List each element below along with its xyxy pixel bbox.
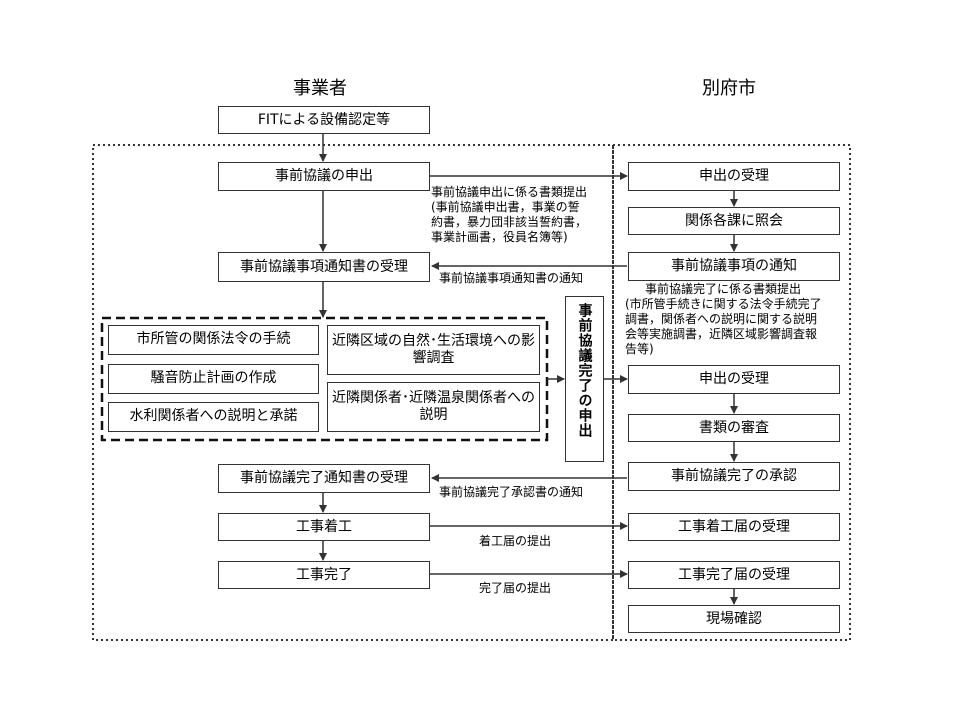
department-inquiry-box: 関係各課に照会 — [628, 207, 840, 235]
start-submission-label: 着工届の提出 — [479, 534, 552, 548]
notice-receipt-box: 事前協議事項通知書の受理 — [218, 252, 430, 282]
procedure-box-noise: 騒音防止計画の作成 — [108, 364, 319, 394]
procedure-box-water: 水利関係者への説明と承諾 — [108, 402, 319, 432]
applicant-header: 事業者 — [293, 78, 347, 99]
completion-notice-receipt-box: 事前協議完了通知書の受理 — [218, 464, 430, 493]
notification-box: 事前協議事項の通知 — [628, 252, 840, 281]
procedure-box-environment: 近隣区域の自然･生活環境への影響調査 — [327, 325, 540, 375]
completion-acceptance-box: 申出の受理 — [628, 365, 840, 394]
construction-finish-box: 工事完了 — [218, 561, 430, 589]
application-acceptance-box: 申出の受理 — [628, 162, 840, 191]
completion-application-vertical-box: 事前協議完了の申出 — [565, 296, 604, 462]
procedure-box-laws: 市所管の関係法令の手続 — [108, 325, 319, 355]
finish-notice-receipt-box: 工事完了届の受理 — [628, 561, 840, 589]
city-header: 別府市 — [702, 78, 756, 99]
completion-application-label: 事前協議完了の申出 — [576, 303, 593, 438]
procedure-box-neighbors: 近隣関係者･近隣温泉関係者への説明 — [327, 382, 540, 432]
completion-documents-label: 事前協議完了に係る書類提出 (市所管手続きに関する法令手続完了 調書，関係者への… — [625, 282, 822, 357]
applicant-region — [92, 144, 614, 641]
pre-consultation-application-box: 事前協議の申出 — [218, 162, 430, 191]
application-documents-label: 事前協議申出に係る書類提出 (事前協議申出書，事業の誓 約書，暴力団非該当誓約書… — [431, 185, 588, 244]
fit-certification-box: FITによる設備認定等 — [218, 106, 430, 134]
finish-submission-label: 完了届の提出 — [479, 581, 552, 595]
document-review-box: 書類の審査 — [628, 414, 840, 442]
city-region — [612, 144, 851, 641]
completion-approval-box: 事前協議完了の承認 — [628, 462, 840, 491]
approval-notice-label: 事前協議完了承認書の通知 — [439, 485, 584, 499]
construction-start-box: 工事着工 — [218, 513, 430, 541]
notice-label: 事前協議事項通知書の通知 — [439, 271, 584, 285]
start-notice-receipt-box: 工事着工届の受理 — [628, 513, 840, 541]
site-inspection-box: 現場確認 — [628, 605, 840, 633]
